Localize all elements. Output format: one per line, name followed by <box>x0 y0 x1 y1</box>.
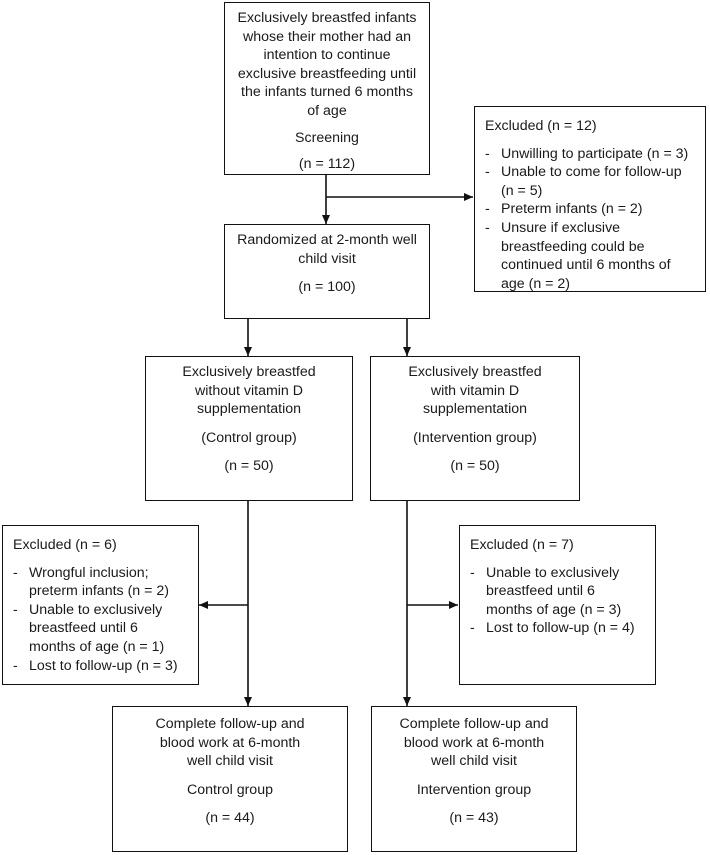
control-count: (n = 50) <box>224 458 274 475</box>
final-intervention-line-3: well child visit <box>431 753 517 770</box>
list-item: Wrongful inclusion; preterm infants (n =… <box>13 564 188 601</box>
intervention-line-1: Exclusively breastfed <box>408 364 542 380</box>
control-line-2: without vitamin D <box>194 382 304 399</box>
list-item: Unwilling to participate (n = 3) <box>485 145 695 164</box>
excluded-screening-list: Unwilling to participate (n = 3) Unable … <box>485 145 695 294</box>
list-item: Unable to exclusively breastfeed until 6… <box>13 601 188 657</box>
final-control-group-label: Control group <box>187 781 273 798</box>
list-item: Lost to follow-up (n = 3) <box>13 657 188 676</box>
final-intervention-line-2: blood work at 6-month <box>403 734 545 751</box>
excluded-intervention-box: Excluded (n = 7) Unable to exclusively b… <box>459 525 656 685</box>
final-control-count: (n = 44) <box>205 810 255 827</box>
intervention-group-box: Exclusively breastfed with vitamin D sup… <box>370 356 580 501</box>
list-item: Unable to exclusively breastfeed until 6… <box>470 564 645 620</box>
intervention-line-3: supplementation <box>422 401 528 418</box>
screening-line-3: intention to continue <box>263 47 391 64</box>
screening-count: (n = 112) <box>298 156 356 173</box>
screening-line-2: whose their mother had an <box>243 28 411 45</box>
final-intervention-group-label: Intervention group <box>416 781 532 798</box>
final-intervention-box: Complete follow-up and blood work at 6-m… <box>371 706 577 852</box>
randomized-count: (n = 100) <box>298 279 356 296</box>
list-item: Unable to come for follow-up (n = 5) <box>485 163 695 200</box>
intervention-count: (n = 50) <box>450 458 500 475</box>
randomized-box: Randomized at 2-month well child visit (… <box>224 224 430 319</box>
excluded-screening-box: Excluded (n = 12) Unwilling to participa… <box>474 106 706 292</box>
screening-box: Exclusively breastfed infants whose thei… <box>224 2 430 175</box>
screening-line-6: of age <box>307 102 347 119</box>
control-line-3: supplementation <box>196 401 302 418</box>
final-intervention-line-1: Complete follow-up and <box>399 716 549 732</box>
screening-stage-label: Screening <box>295 129 359 146</box>
final-control-line-1: Complete follow-up and <box>155 716 305 732</box>
final-control-box: Complete follow-up and blood work at 6-m… <box>112 706 348 852</box>
excluded-control-box: Excluded (n = 6) Wrongful inclusion; pre… <box>2 525 199 685</box>
list-item: Lost to follow-up (n = 4) <box>470 619 645 638</box>
intervention-group-label: (Intervention group) <box>413 429 537 446</box>
list-item: Preterm infants (n = 2) <box>485 200 695 219</box>
screening-line-5: the infants turned 6 months <box>241 84 413 101</box>
intervention-line-2: with vitamin D <box>430 382 520 399</box>
final-control-line-3: well child visit <box>187 753 273 770</box>
excluded-intervention-list: Unable to exclusively breastfeed until 6… <box>470 564 645 638</box>
excluded-control-title: Excluded (n = 6) <box>13 537 117 553</box>
final-control-line-2: blood work at 6-month <box>159 734 301 751</box>
list-item: Unsure if exclusive breastfeeding could … <box>485 219 695 293</box>
excluded-intervention-title: Excluded (n = 7) <box>470 537 574 553</box>
excluded-control-list: Wrongful inclusion; preterm infants (n =… <box>13 564 188 676</box>
control-group-box: Exclusively breastfed without vitamin D … <box>145 356 353 501</box>
control-group-label: (Control group) <box>201 429 297 446</box>
final-intervention-count: (n = 43) <box>449 810 499 827</box>
screening-line-4: exclusive breastfeeding until <box>237 65 417 82</box>
excluded-screening-title: Excluded (n = 12) <box>485 118 597 134</box>
randomized-line-2: child visit <box>298 250 356 267</box>
screening-line-1: Exclusively breastfed infants <box>237 10 417 26</box>
control-line-1: Exclusively breastfed <box>182 364 316 380</box>
randomized-line-1: Randomized at 2-month well <box>237 232 417 248</box>
